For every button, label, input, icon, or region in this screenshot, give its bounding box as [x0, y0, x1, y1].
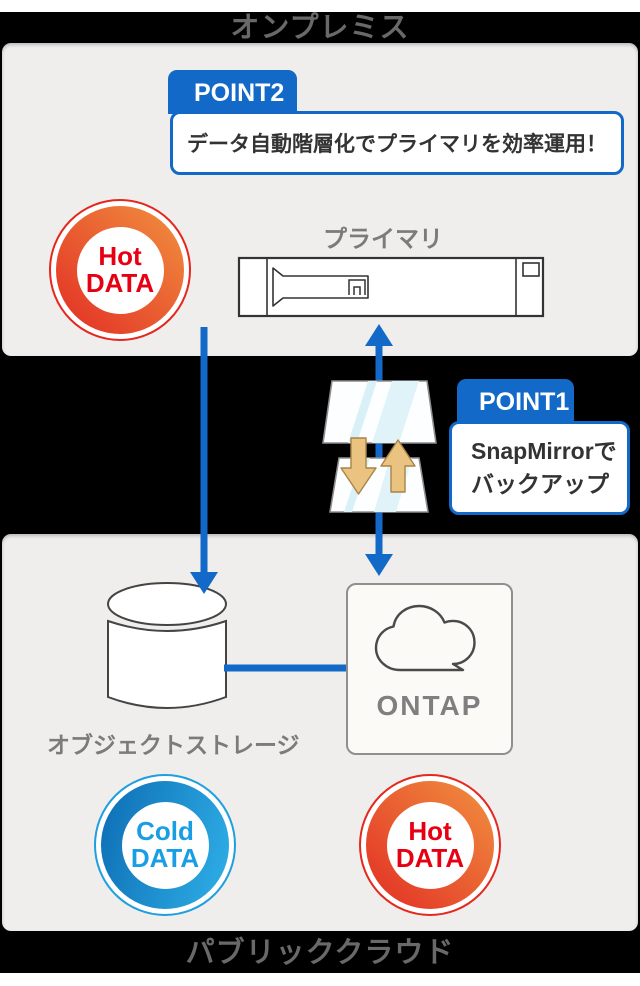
hot-label-line1: Hot [408, 816, 452, 846]
point2-callout: データ自動階層化でプライマリを効率運用！ [170, 111, 624, 175]
cold-label-line2: DATA [130, 843, 200, 873]
hot-ring: Hot DATA [366, 781, 494, 909]
cloud-icon [369, 603, 491, 688]
ontap-label: ONTAP [376, 690, 483, 721]
cloud-title: パブリッククラウド [185, 937, 455, 969]
point2-message: データ自動階層化でプライマリを効率運用！ [187, 133, 607, 156]
point1-message-line1: SnapMirrorで [471, 438, 617, 464]
snapmirror-arrow [365, 324, 393, 576]
point1-message-line2: バックアップ [471, 471, 609, 497]
cold-label-line1: Cold [136, 816, 194, 846]
ontap-node: ONTAP [346, 583, 513, 755]
object-storage-icon [107, 582, 227, 709]
point2-tab: POINT2 [168, 70, 297, 114]
cold-ring: Cold DATA [101, 781, 229, 909]
hot-ring: Hot DATA [56, 206, 184, 334]
primary-server-icon [237, 256, 545, 318]
tier-down-arrow-icon [340, 437, 377, 495]
tier-up-arrow-icon [380, 439, 416, 493]
tiering-down-arrow [190, 327, 218, 594]
point1-tab: POINT1 [457, 379, 574, 424]
primary-label: プライマリ [323, 226, 443, 253]
hot-data-badge-onprem: Hot DATA [49, 199, 191, 341]
hot-label-line2: DATA [85, 268, 155, 298]
onprem-title: オンプレミス [230, 12, 410, 44]
point1-callout: SnapMirrorで バックアップ [449, 421, 630, 515]
hot-label-line2: DATA [395, 843, 465, 873]
object-storage-label: オブジェクトストレージ [47, 732, 300, 758]
funnel-top [322, 380, 437, 444]
cold-data-badge-cloud: Cold DATA [94, 774, 236, 916]
hot-label-line1: Hot [98, 241, 142, 271]
hot-data-badge-cloud: Hot DATA [359, 774, 501, 916]
